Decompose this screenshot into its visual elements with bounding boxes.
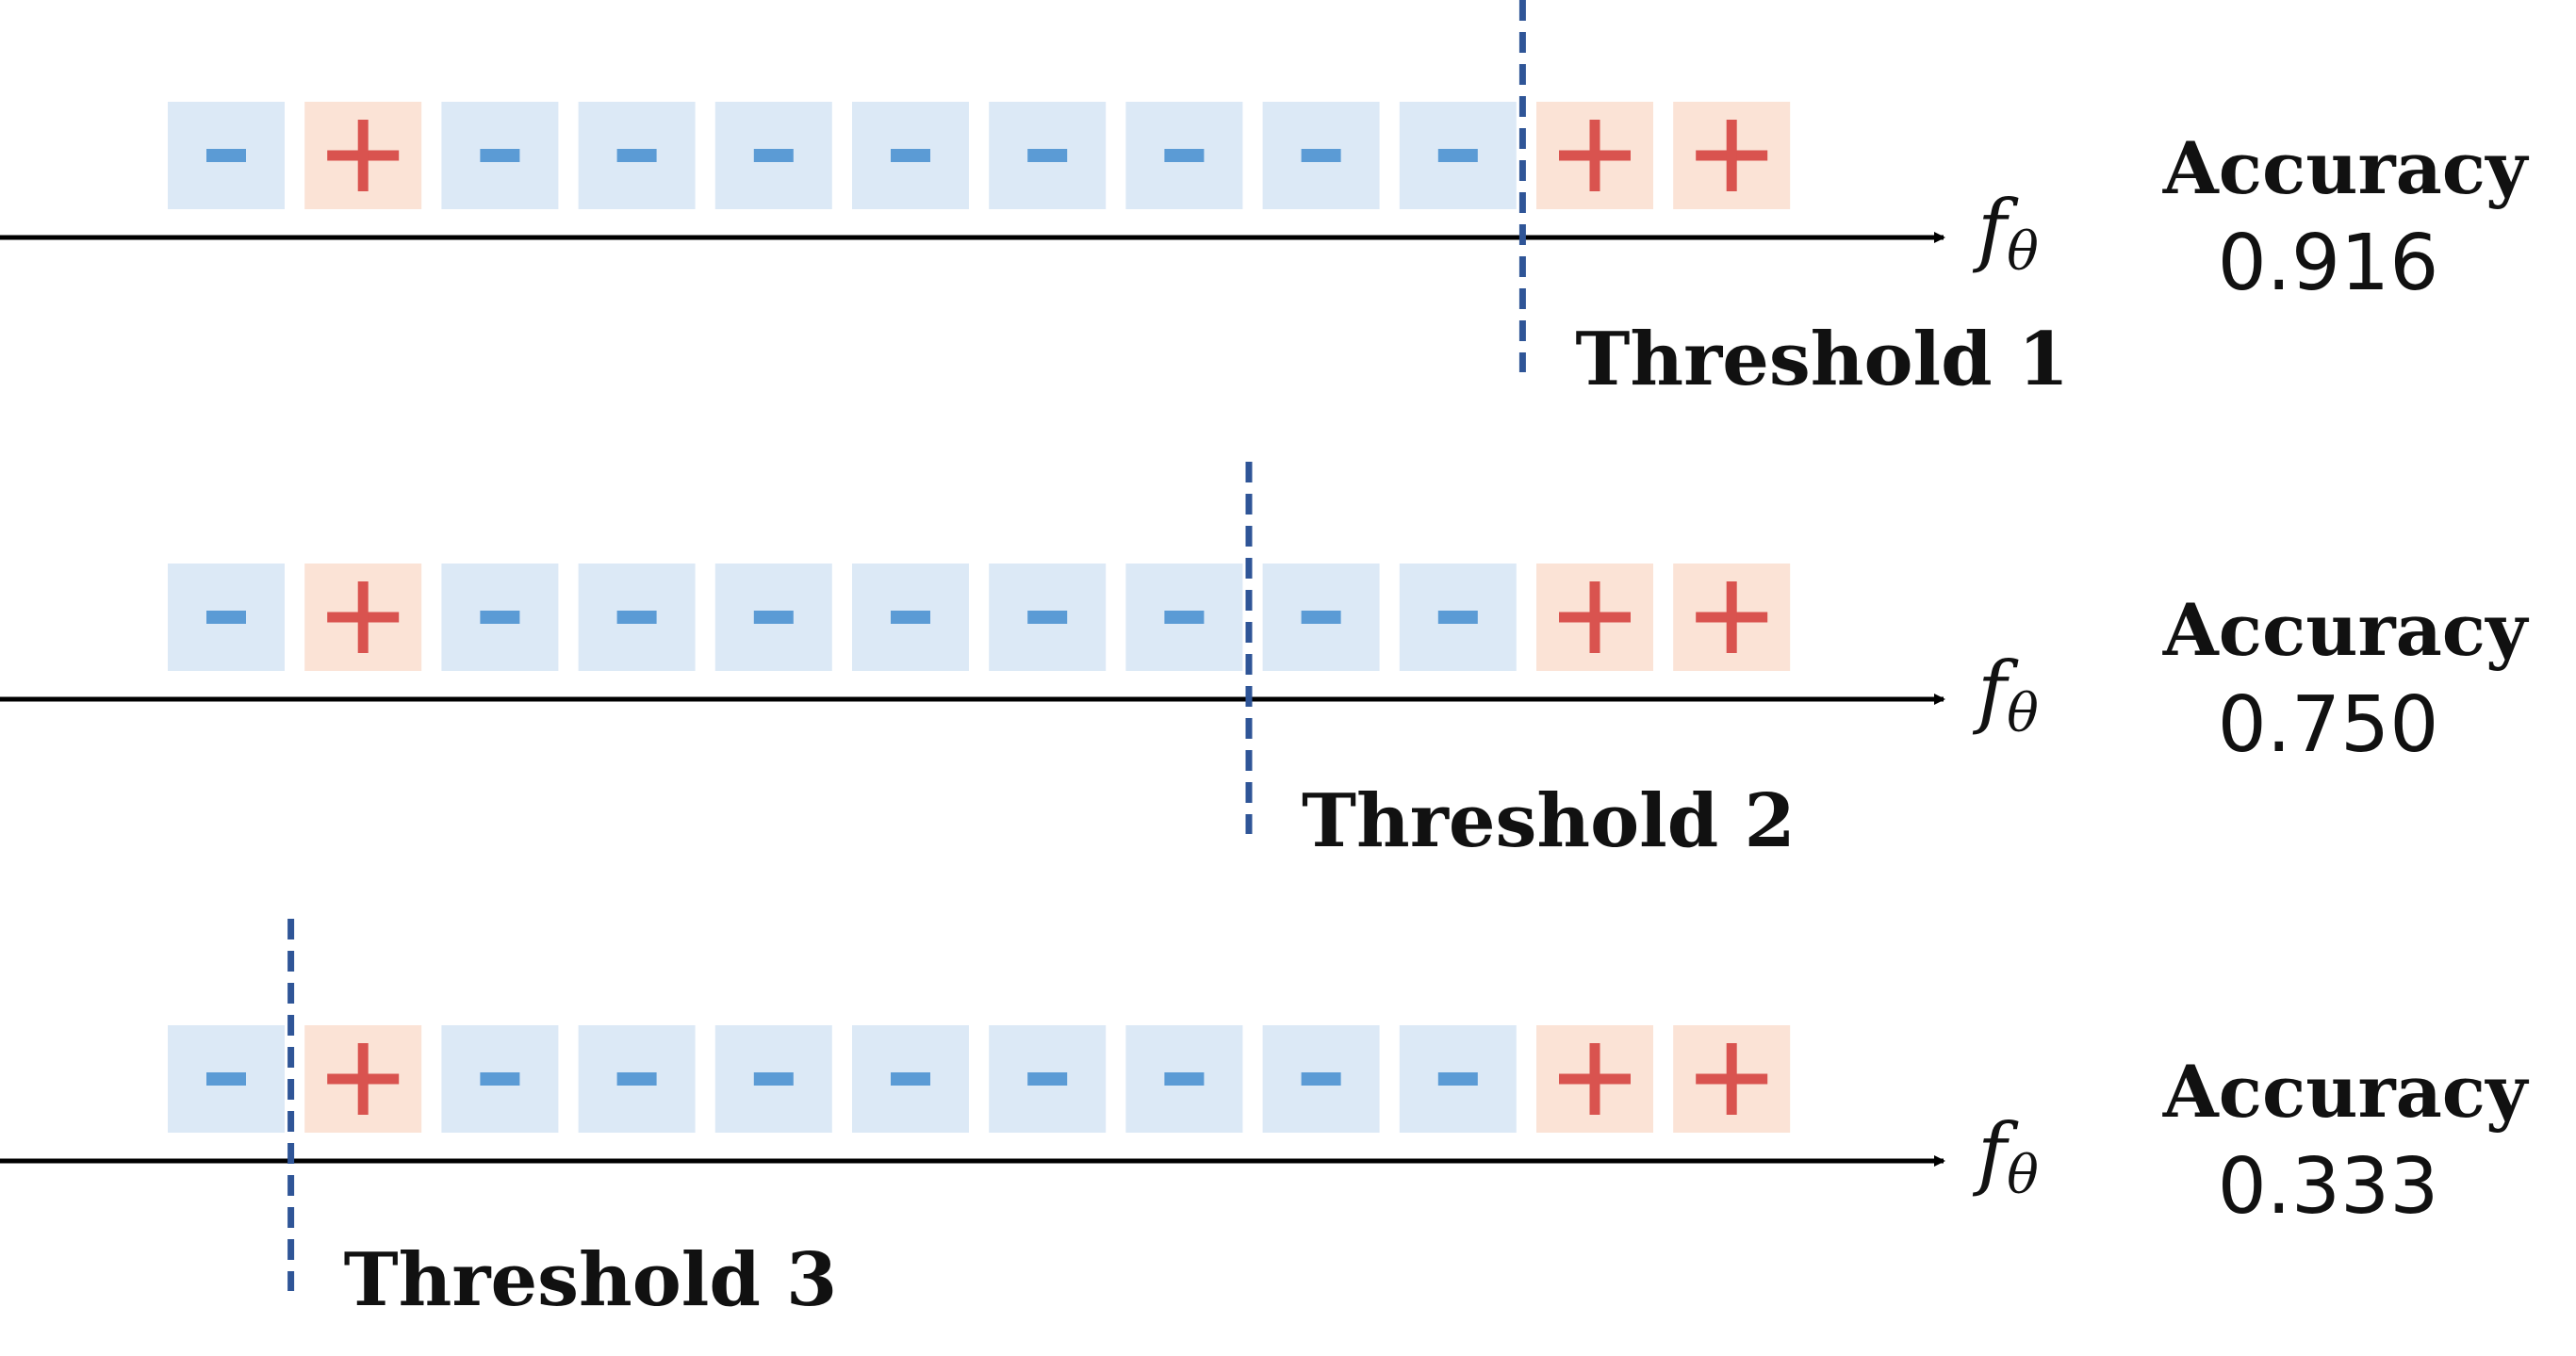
negative-sample (1399, 564, 1517, 671)
negative-sample (1262, 564, 1380, 671)
minus-sign-icon (616, 611, 657, 624)
positive-sample (304, 102, 422, 209)
accuracy-title: Accuracy (2162, 126, 2529, 210)
negative-sample (989, 102, 1107, 209)
minus-sign-icon (206, 149, 246, 162)
accuracy-title: Accuracy (2162, 588, 2529, 672)
minus-sign-icon (891, 1072, 930, 1086)
accuracy-value: 0.750 (2218, 680, 2439, 770)
negative-sample (714, 564, 832, 671)
negative-sample (1125, 102, 1243, 209)
minus-sign-icon (1164, 1072, 1205, 1086)
positive-sample (1536, 564, 1653, 671)
minus-sign-icon (1437, 611, 1478, 624)
minus-sign-icon (1437, 1072, 1478, 1086)
negative-sample (1399, 102, 1517, 209)
axis-label: fθ (1972, 645, 2039, 744)
negative-sample (578, 564, 696, 671)
sample-row (168, 102, 1791, 209)
plus-sign-icon (1696, 1043, 1768, 1115)
minus-sign-icon (1027, 611, 1068, 624)
minus-sign-icon (753, 611, 794, 624)
positive-sample (1536, 1025, 1653, 1133)
minus-sign-icon (480, 1072, 520, 1086)
plus-sign-icon (1696, 120, 1768, 191)
negative-sample (1125, 564, 1243, 671)
minus-sign-icon (1027, 149, 1068, 162)
minus-sign-icon (206, 611, 246, 624)
minus-sign-icon (480, 149, 520, 162)
plus-sign-icon (1559, 120, 1631, 191)
sample-row (168, 1025, 1791, 1133)
minus-sign-icon (480, 611, 520, 624)
threshold-row-2: fθ Threshold 2 Accuracy 0.750 (0, 462, 2529, 864)
negative-sample (989, 1025, 1107, 1133)
plus-sign-icon (1559, 1043, 1631, 1115)
negative-sample (441, 1025, 559, 1133)
minus-sign-icon (1164, 149, 1205, 162)
threshold-label: Threshold 3 (344, 1237, 838, 1323)
positive-sample (1673, 102, 1791, 209)
minus-sign-icon (891, 611, 930, 624)
negative-sample (852, 1025, 969, 1133)
positive-sample (304, 564, 422, 671)
negative-sample (714, 102, 832, 209)
minus-sign-icon (206, 1072, 246, 1086)
accuracy-value: 0.333 (2218, 1142, 2439, 1232)
negative-sample (168, 1025, 285, 1133)
sample-row (168, 564, 1791, 671)
negative-sample (1399, 1025, 1517, 1133)
minus-sign-icon (753, 149, 794, 162)
threshold-label: Threshold 2 (1302, 778, 1796, 864)
plus-sign-icon (327, 581, 400, 653)
negative-sample (578, 1025, 696, 1133)
minus-sign-icon (891, 149, 930, 162)
threshold-row-3: fθ Threshold 3 Accuracy 0.333 (0, 919, 2529, 1323)
axis-label: fθ (1972, 1106, 2039, 1206)
minus-sign-icon (1301, 611, 1341, 624)
minus-sign-icon (616, 1072, 657, 1086)
positive-sample (304, 1025, 422, 1133)
minus-sign-icon (1301, 1072, 1341, 1086)
minus-sign-icon (1027, 1072, 1068, 1086)
plus-sign-icon (327, 1043, 400, 1115)
positive-sample (1673, 564, 1791, 671)
negative-sample (578, 102, 696, 209)
negative-sample (1262, 1025, 1380, 1133)
axis-label: fθ (1972, 183, 2039, 283)
minus-sign-icon (1437, 149, 1478, 162)
minus-sign-icon (616, 149, 657, 162)
threshold-label: Threshold 1 (1575, 317, 2069, 402)
threshold-row-1: fθ Threshold 1 Accuracy 0.916 (0, 0, 2529, 402)
negative-sample (989, 564, 1107, 671)
negative-sample (1262, 102, 1380, 209)
plus-sign-icon (1696, 581, 1768, 653)
positive-sample (1673, 1025, 1791, 1133)
plus-sign-icon (327, 120, 400, 191)
negative-sample (441, 102, 559, 209)
negative-sample (852, 564, 969, 671)
positive-sample (1536, 102, 1653, 209)
negative-sample (168, 102, 285, 209)
accuracy-title: Accuracy (2162, 1050, 2529, 1134)
plus-sign-icon (1559, 581, 1631, 653)
minus-sign-icon (1301, 149, 1341, 162)
negative-sample (441, 564, 559, 671)
accuracy-value: 0.916 (2218, 219, 2439, 308)
negative-sample (1125, 1025, 1243, 1133)
negative-sample (852, 102, 969, 209)
minus-sign-icon (1164, 611, 1205, 624)
negative-sample (168, 564, 285, 671)
negative-sample (714, 1025, 832, 1133)
minus-sign-icon (753, 1072, 794, 1086)
